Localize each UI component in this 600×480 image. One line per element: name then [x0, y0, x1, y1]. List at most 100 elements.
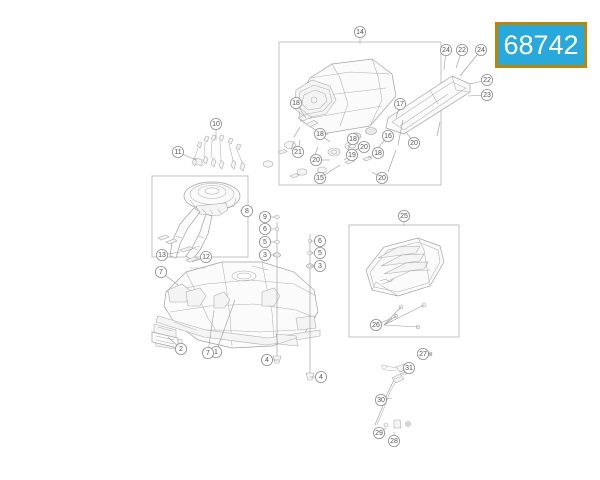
callout-8[interactable]: 8 — [240, 204, 253, 217]
callout-circle — [345, 148, 358, 161]
callout-25[interactable]: 25 — [397, 209, 410, 222]
callout-2[interactable]: 2 — [174, 342, 187, 355]
callout-circle — [393, 98, 406, 111]
callout-circle — [353, 25, 366, 38]
callout-11[interactable]: 11 — [171, 145, 184, 158]
callout-circle — [416, 347, 429, 360]
callout-3[interactable]: 3 — [258, 248, 271, 261]
callout-circle — [309, 153, 322, 166]
callout-30[interactable]: 30 — [374, 393, 387, 406]
callout-4[interactable]: 4 — [314, 370, 327, 383]
screw-fan-art — [191, 134, 246, 172]
callout-6[interactable]: 6 — [313, 234, 326, 247]
callout-circle — [455, 44, 468, 57]
callout-number: 3 — [263, 252, 267, 259]
callout-17[interactable]: 17 — [393, 98, 406, 111]
callout-circle — [201, 346, 214, 359]
callout-circle — [381, 129, 394, 142]
callout-circle — [407, 136, 420, 149]
callout-number: 17 — [396, 101, 404, 108]
callout-18[interactable]: 18 — [371, 146, 384, 159]
callout-4[interactable]: 4 — [260, 353, 273, 366]
callout-7[interactable]: 7 — [201, 346, 214, 359]
callout-26[interactable]: 26 — [369, 318, 382, 331]
callout-number: 20 — [378, 175, 386, 182]
callout-circle — [397, 209, 410, 222]
callout-28[interactable]: 28 — [387, 434, 400, 447]
callout-circle — [240, 204, 253, 217]
callout-16[interactable]: 16 — [381, 129, 394, 142]
callout-number: 9 — [263, 214, 267, 221]
callout-leader-line — [207, 309, 215, 354]
callout-leader-line — [215, 299, 236, 353]
callout-24[interactable]: 24 — [439, 44, 452, 57]
callout-12[interactable]: 12 — [199, 250, 212, 263]
callout-number: 30 — [377, 397, 385, 404]
callout-3[interactable]: 3 — [313, 259, 326, 272]
callout-circle — [291, 145, 304, 158]
callout-18[interactable]: 18 — [346, 132, 359, 145]
callout-circle — [474, 44, 487, 57]
callout-circle — [313, 259, 326, 272]
callout-15[interactable]: 15 — [313, 171, 326, 184]
callout-number: 18 — [292, 100, 300, 107]
callout-20[interactable]: 20 — [357, 140, 370, 153]
callout-20[interactable]: 20 — [407, 136, 420, 149]
callout-number: 5 — [263, 239, 267, 246]
fuel-tank-art — [151, 261, 321, 351]
callout-18[interactable]: 18 — [313, 127, 326, 140]
callout-29[interactable]: 29 — [372, 426, 385, 439]
callout-circle — [387, 434, 400, 447]
callout-20[interactable]: 20 — [309, 153, 322, 166]
callout-number: 19 — [348, 152, 356, 159]
callout-number: 23 — [483, 92, 491, 99]
callout-number: 20 — [360, 144, 368, 151]
callout-19[interactable]: 19 — [345, 148, 358, 161]
callout-5[interactable]: 5 — [313, 246, 326, 259]
callout-21[interactable]: 21 — [291, 145, 304, 158]
callout-number: 7 — [206, 350, 210, 357]
callout-circle — [480, 74, 493, 87]
callout-circle — [171, 145, 184, 158]
callout-6[interactable]: 6 — [258, 222, 271, 235]
callout-number: 4 — [265, 357, 269, 364]
part-number-badge[interactable]: 68742 — [495, 22, 587, 68]
callout-number: 2 — [179, 346, 183, 353]
callout-22[interactable]: 22 — [480, 74, 493, 87]
callout-number: 18 — [349, 136, 357, 143]
callout-10[interactable]: 10 — [209, 118, 222, 131]
callout-number: 18 — [316, 131, 324, 138]
callout-24[interactable]: 24 — [474, 44, 487, 57]
callout-circle — [371, 146, 384, 159]
callout-number: 16 — [384, 133, 392, 140]
callout-14[interactable]: 14 — [353, 25, 366, 38]
callout-number: 24 — [477, 47, 485, 54]
fuel-pump-art — [157, 181, 241, 261]
callout-18[interactable]: 18 — [289, 97, 302, 110]
callout-circle — [174, 342, 187, 355]
callout-27[interactable]: 27 — [416, 347, 429, 360]
callout-circle — [313, 234, 326, 247]
callout-number: 31 — [405, 365, 413, 372]
callout-9[interactable]: 9 — [258, 210, 271, 223]
callout-number: 1 — [214, 349, 218, 356]
callout-20[interactable]: 20 — [375, 171, 388, 184]
callout-7[interactable]: 7 — [154, 265, 167, 278]
callout-number: 8 — [245, 208, 249, 215]
callout-5[interactable]: 5 — [258, 235, 271, 248]
callout-circle — [372, 426, 385, 439]
callout-number: 24 — [442, 47, 450, 54]
callout-number: 15 — [316, 175, 324, 182]
callout-number: 29 — [375, 430, 383, 437]
callout-circle — [357, 140, 370, 153]
callout-circle — [209, 118, 222, 131]
callout-13[interactable]: 13 — [155, 248, 168, 261]
callout-23[interactable]: 23 — [480, 89, 493, 102]
callout-number: 26 — [372, 322, 380, 329]
callout-circle — [439, 44, 452, 57]
callout-circle — [154, 265, 167, 278]
callout-22[interactable]: 22 — [455, 44, 468, 57]
callout-circle — [313, 171, 326, 184]
callout-31[interactable]: 31 — [402, 361, 415, 374]
